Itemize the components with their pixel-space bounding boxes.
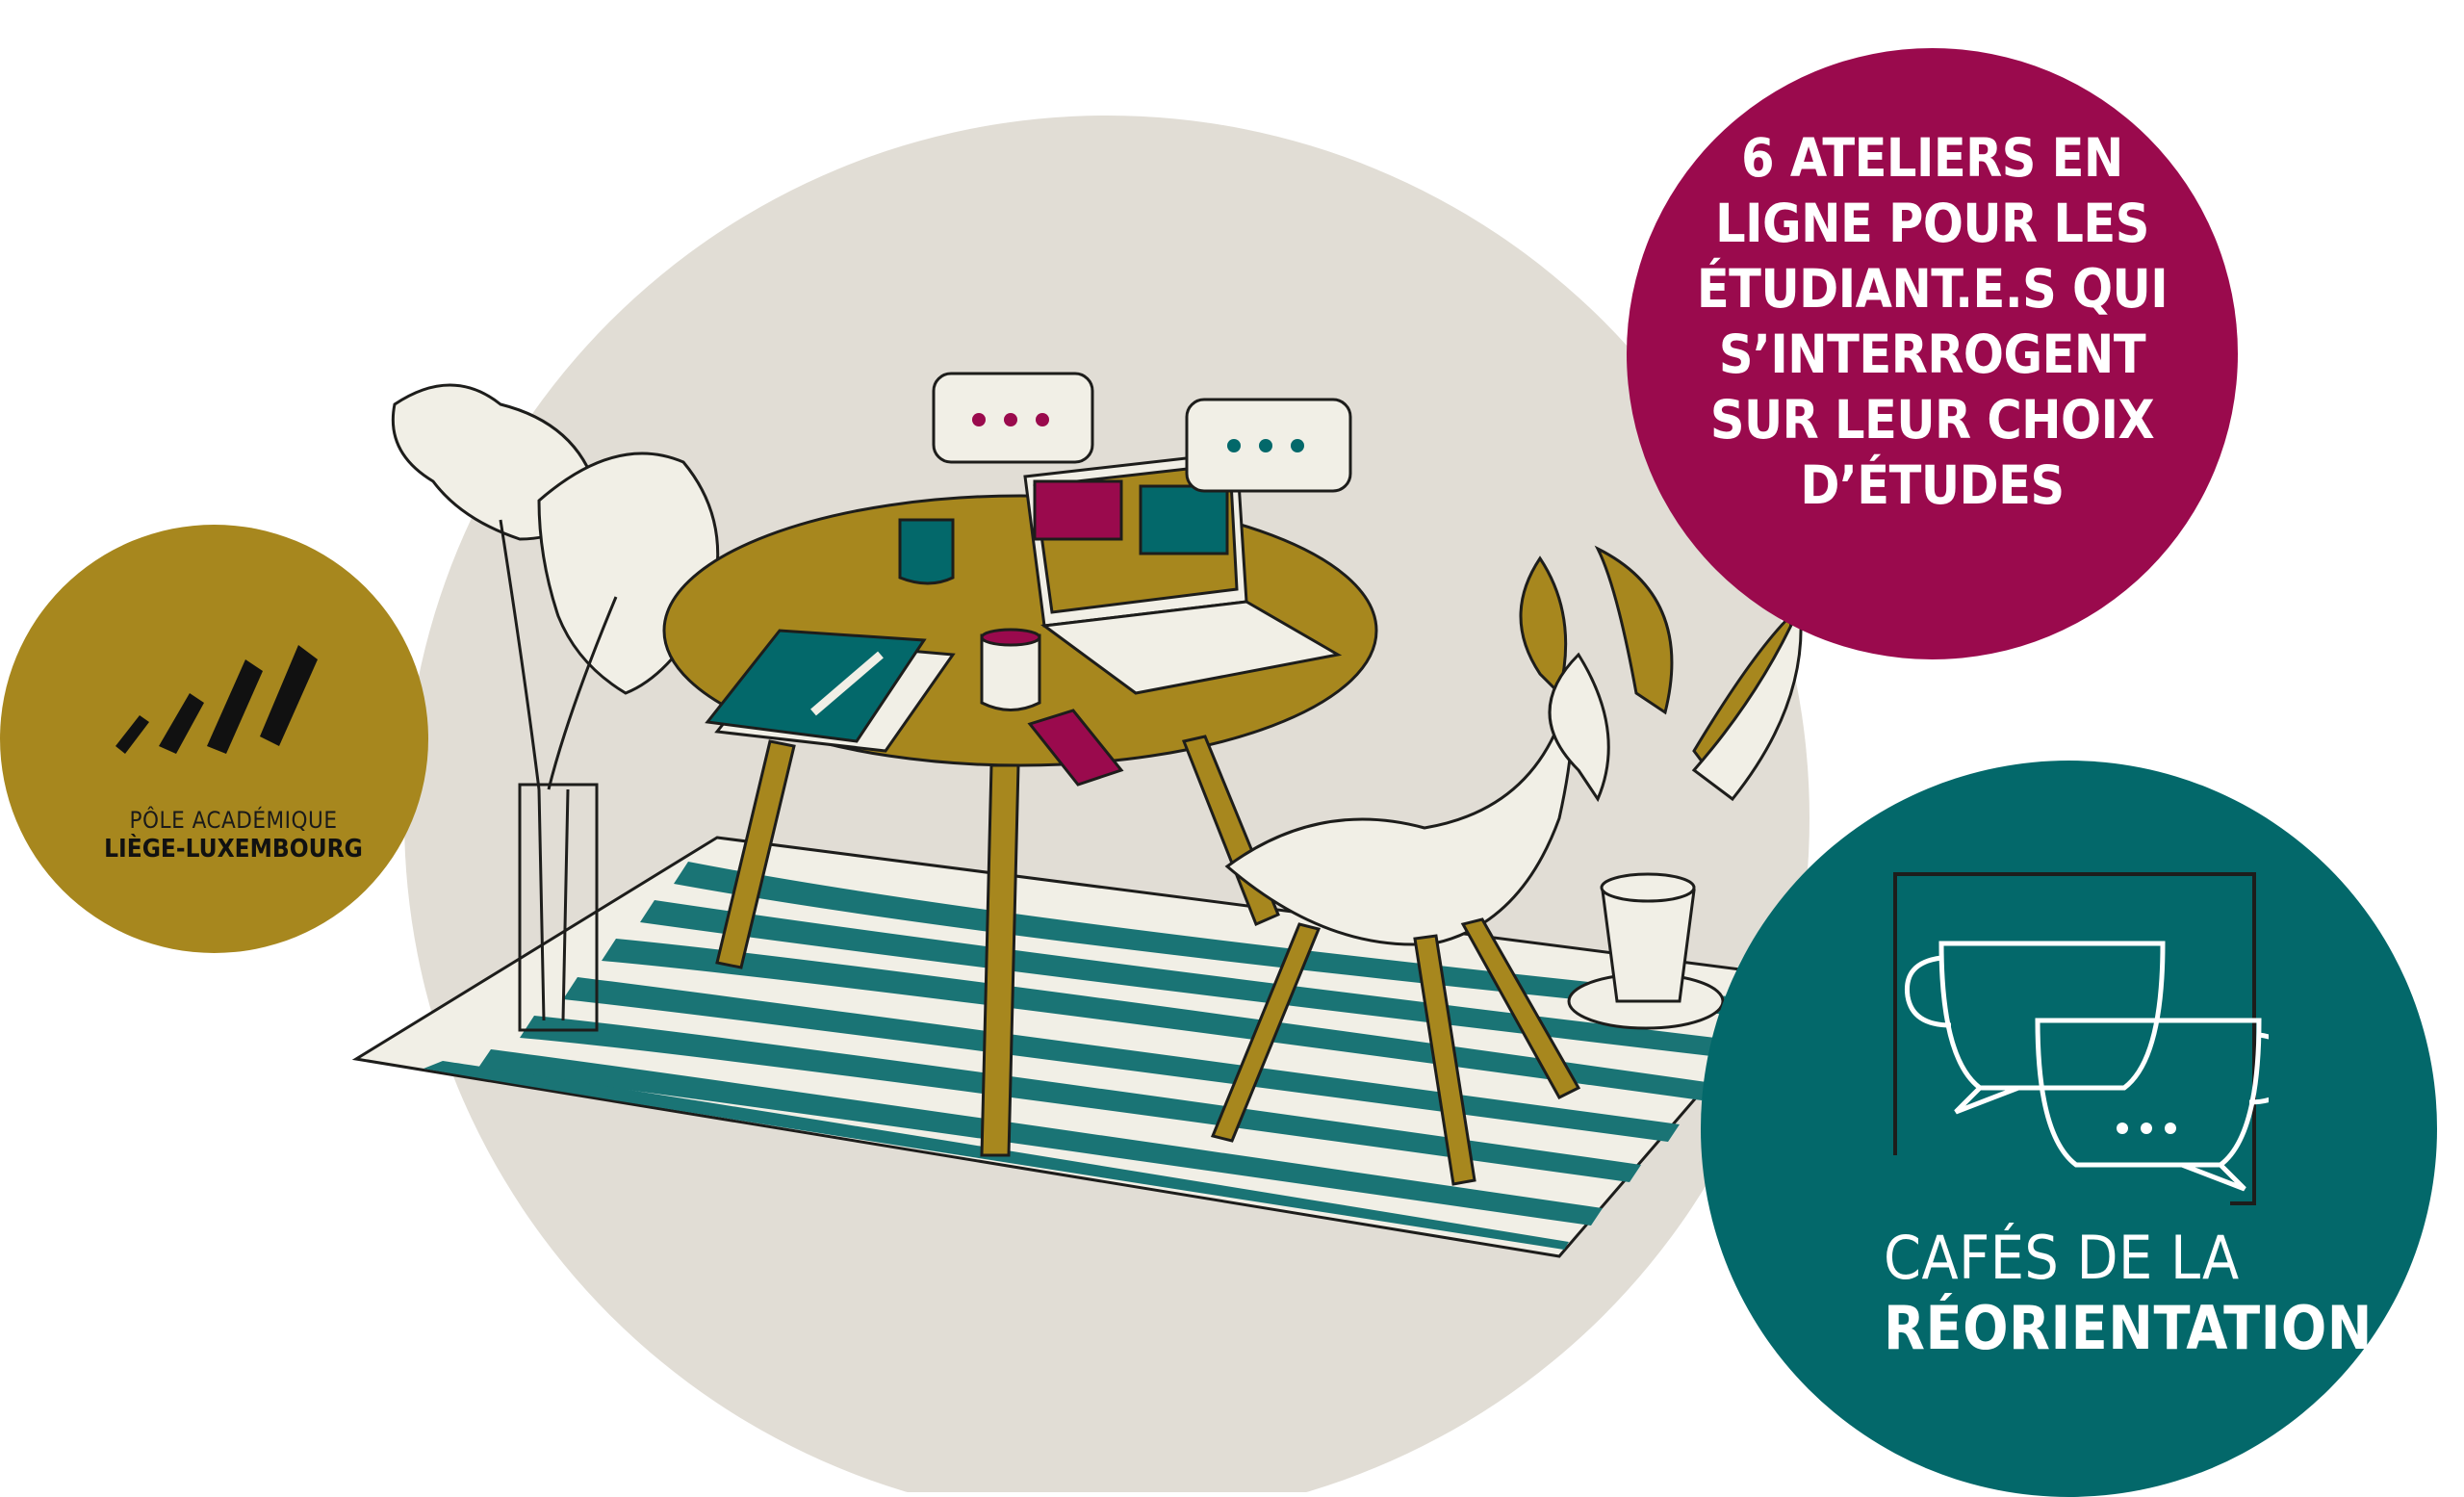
cafe-title-word-2: DE LA: [2059, 1223, 2240, 1293]
cafe-title-word-1: CAFÉS: [1884, 1223, 2060, 1293]
laptop: [1023, 451, 1343, 695]
info-line: D’ÉTUDES: [1800, 454, 2065, 516]
monstera-plant: [391, 383, 720, 1032]
logo-line-2: LIÈGE-LUXEMBOURG: [104, 835, 363, 864]
pole-academique-logo-icon: [116, 645, 318, 754]
info-line: ÉTUDIANT.E.S QUI: [1696, 258, 2169, 320]
workshop-info-text: 6 ATELIERS EN LIGNE POUR LES ÉTUDIANT.E.…: [1684, 125, 2180, 518]
coffee-cups-icon: [1893, 872, 2269, 1205]
notebook: [705, 629, 956, 753]
cafe-title-line-1: CAFÉS DE LA: [1884, 1223, 2240, 1293]
cafes-reorientation-badge: CAFÉS DE LA RÉORIENTATION: [1701, 761, 2437, 1497]
pole-academique-logo-badge: PÔLE ACADÉMIQUE LIÈGE-LUXEMBOURG: [0, 525, 428, 953]
info-line: 6 ATELIERS EN: [1741, 127, 2123, 189]
background-circle: [404, 116, 1810, 1492]
chair: [1210, 692, 1581, 1186]
info-line: SUR LEUR CHOIX: [1709, 389, 2155, 451]
phone: [1027, 709, 1124, 787]
logo-line-1: PÔLE ACADÉMIQUE: [129, 807, 338, 834]
speech-bubbles: [932, 372, 1352, 493]
info-line: LIGNE POUR LES: [1715, 193, 2149, 254]
potted-plant: [1519, 545, 1803, 1030]
info-line: S’INTERROGENT: [1718, 323, 2146, 385]
cafe-title-line-2: RÉORIENTATION: [1884, 1293, 2373, 1363]
workshop-info-badge: 6 ATELIERS EN LIGNE POUR LES ÉTUDIANT.E.…: [1627, 48, 2238, 659]
mugs: [898, 518, 1041, 711]
